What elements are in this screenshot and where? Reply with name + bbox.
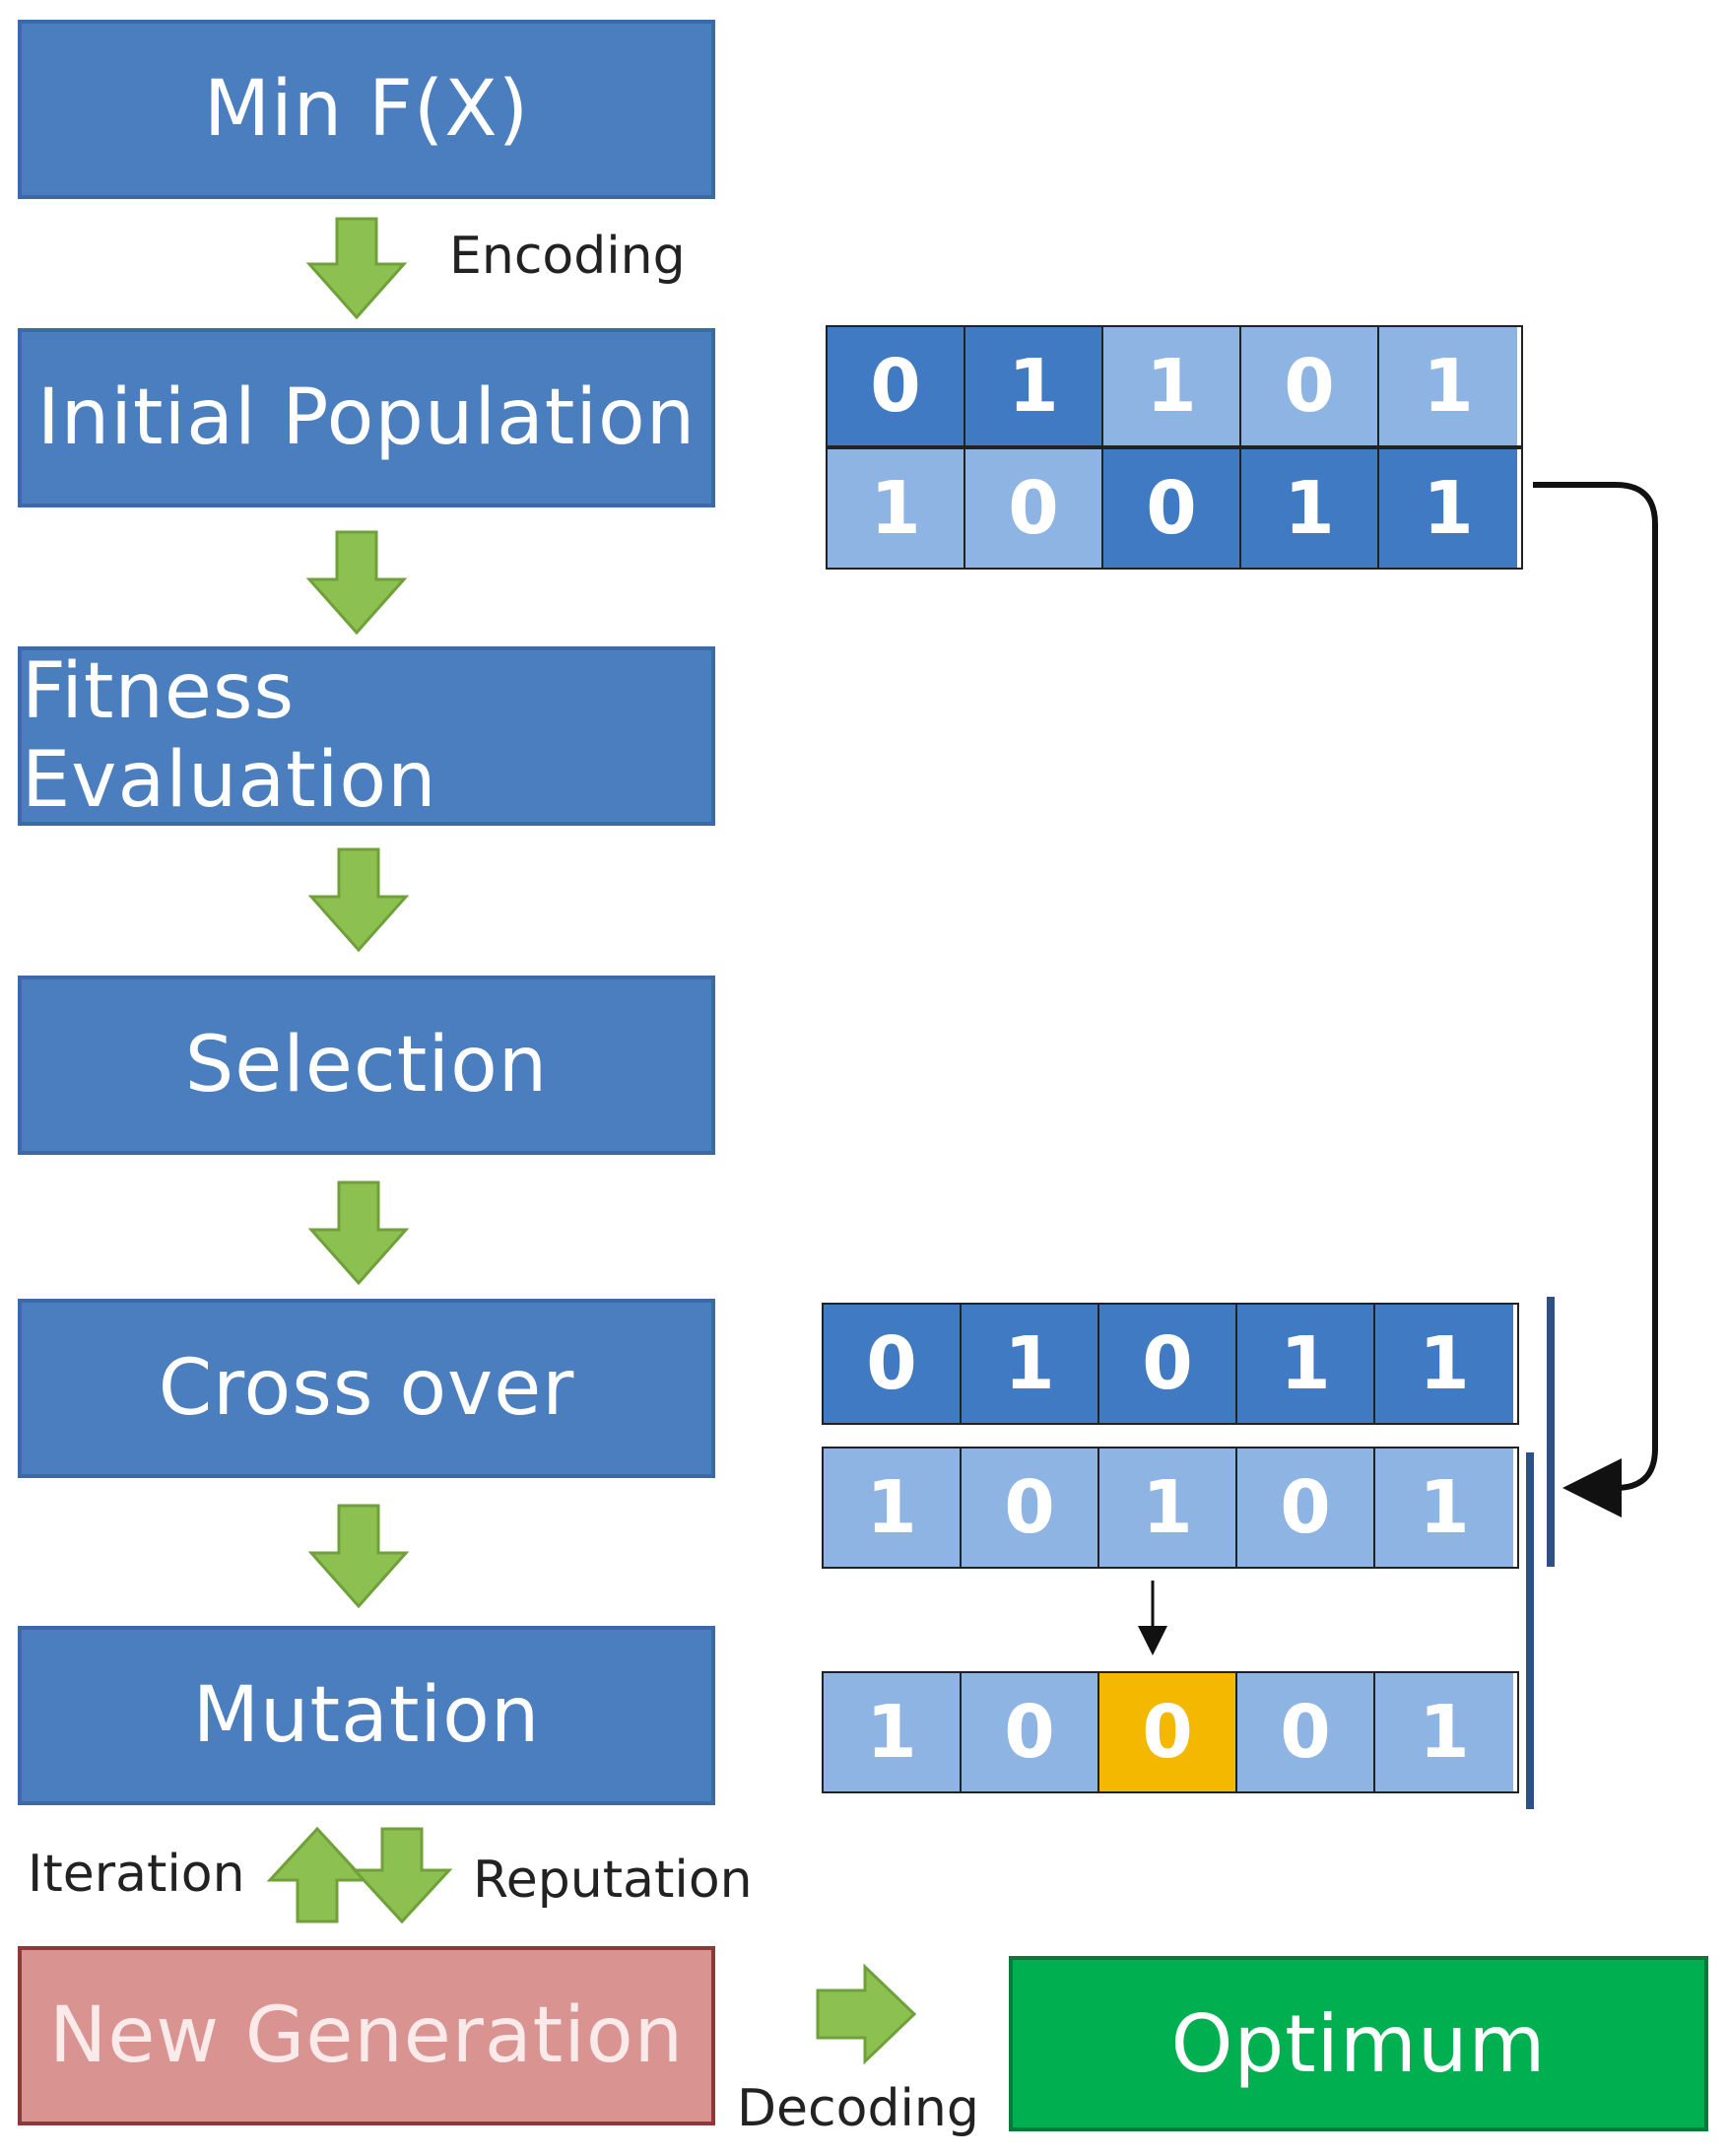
population-row-2: 1 0 0 1 1 (826, 447, 1523, 570)
crossover-row-1: 0 1 0 1 1 (822, 1303, 1519, 1425)
optimum-box: Optimum (1009, 1956, 1708, 2131)
down-arrow-icon (305, 530, 408, 636)
step-min-fx: Min F(X) (18, 20, 715, 199)
step-fitness-evaluation: Fitness Evaluation (18, 646, 715, 826)
encoding-label: Encoding (449, 227, 686, 286)
step-cross-over-label: Cross over (158, 1344, 575, 1433)
down-arrow-icon (351, 1827, 453, 1924)
down-arrow-icon (305, 217, 408, 320)
bit-cell: 1 (1375, 1449, 1513, 1567)
down-arrow-icon (307, 847, 410, 953)
bit-cell: 1 (1099, 1449, 1237, 1567)
population-row-1: 0 1 1 0 1 (826, 325, 1523, 447)
step-fitness-evaluation-label: Fitness Evaluation (22, 647, 437, 825)
iteration-label: Iteration (28, 1845, 245, 1904)
bit-cell: 1 (1375, 1673, 1513, 1791)
bit-cell: 1 (1237, 1305, 1375, 1423)
bit-cell: 1 (965, 327, 1103, 445)
mutated-bit-cell: 0 (1099, 1673, 1237, 1791)
bit-cell: 0 (1237, 1449, 1375, 1567)
bit-cell: 0 (824, 1305, 962, 1423)
bit-cell: 0 (1241, 327, 1379, 445)
step-cross-over: Cross over (18, 1299, 715, 1478)
step-mutation: Mutation (18, 1626, 715, 1805)
bit-cell: 1 (1103, 327, 1241, 445)
bit-cell: 0 (962, 1449, 1099, 1567)
step-selection-label: Selection (184, 1021, 549, 1110)
up-arrow-icon (266, 1826, 368, 1923)
step-selection: Selection (18, 976, 715, 1155)
bit-cell: 1 (824, 1673, 962, 1791)
step-initial-population-label: Initial Population (36, 373, 697, 462)
bit-cell: 1 (962, 1305, 1099, 1423)
step-mutation-label: Mutation (192, 1671, 541, 1760)
bit-cell: 1 (1379, 327, 1517, 445)
step-new-generation-label: New Generation (48, 1991, 685, 2080)
step-min-fx-label: Min F(X) (203, 65, 530, 154)
bit-cell: 1 (1241, 449, 1379, 568)
bit-cell: 1 (824, 1449, 962, 1567)
crossover-row-2: 1 0 1 0 1 (822, 1447, 1519, 1569)
down-arrow-icon (307, 1180, 410, 1286)
down-arrow-icon (307, 1504, 410, 1609)
bit-cell: 0 (828, 327, 965, 445)
decoding-label: Decoding (737, 2079, 979, 2138)
bit-cell: 0 (965, 449, 1103, 568)
bit-cell: 1 (828, 449, 965, 568)
mutation-row: 1 0 0 0 1 (822, 1671, 1519, 1793)
bit-cell: 1 (1375, 1305, 1513, 1423)
connector-arrow-icon (1533, 482, 1658, 1517)
optimum-label: Optimum (1170, 1997, 1547, 2090)
bit-cell: 0 (1237, 1673, 1375, 1791)
bit-cell: 0 (962, 1673, 1099, 1791)
right-arrow-icon (816, 1963, 917, 2065)
bit-cell: 0 (1103, 449, 1241, 568)
bit-cell: 1 (1379, 449, 1517, 568)
bit-cell: 0 (1099, 1305, 1237, 1423)
step-initial-population: Initial Population (18, 328, 715, 507)
step-new-generation: New Generation (18, 1946, 715, 2125)
reputation-label: Reputation (473, 1851, 753, 1910)
